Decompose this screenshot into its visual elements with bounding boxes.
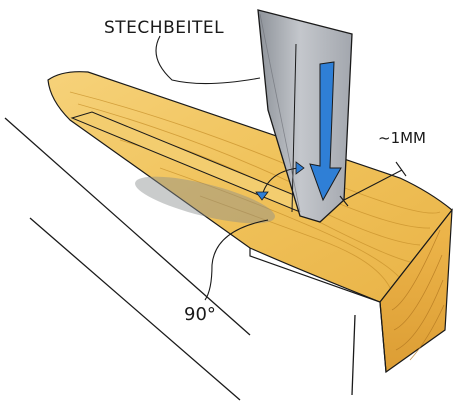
angle-arrow-head-right [295,161,305,175]
depth-dimension-tick [395,161,407,177]
table-edge-upper [4,117,251,336]
depth-dimension-line [343,169,403,201]
angle-label-leader [204,219,269,301]
wood-board-front-edge [249,248,387,373]
end-grain [391,229,445,361]
chisel-bevel [291,43,297,213]
board-shadow-line [351,314,356,396]
tool-label-leader [155,35,261,85]
tool-label: STECHBEITEL [104,18,224,38]
angle-arrow-head-left [255,191,269,201]
depth-dimension-tick-2 [339,195,349,207]
angle-label: 90° [184,304,216,325]
down-arrow-icon [309,61,342,202]
chisel-edge-highlight [259,13,301,213]
table-edge-lower [29,217,241,401]
depth-label: ~1MM [378,129,426,147]
chisel-shadow [135,176,275,224]
